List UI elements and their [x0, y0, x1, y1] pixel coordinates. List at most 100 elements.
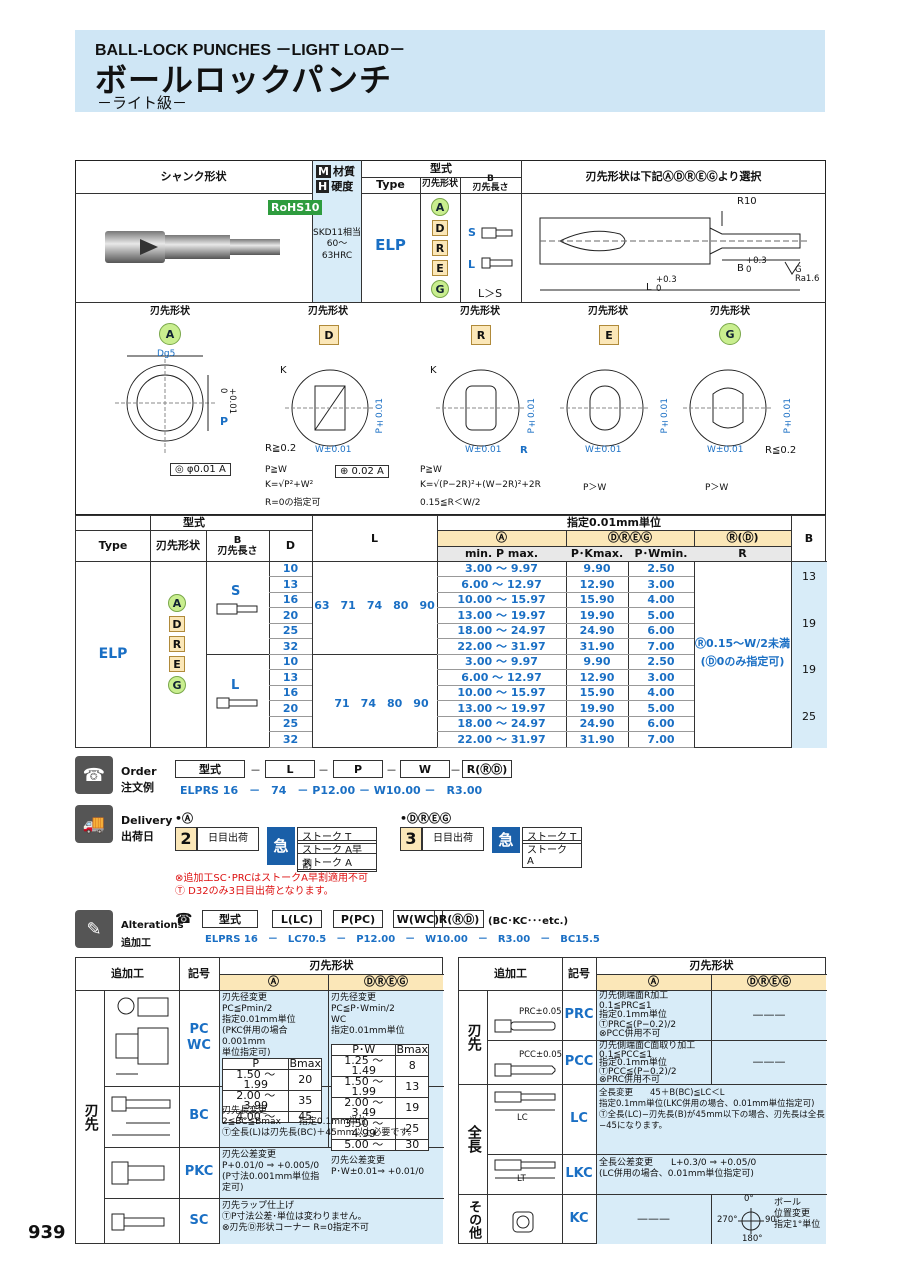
order-jp: 注文例	[121, 781, 154, 794]
profile-d-n1: K=√P²+W²	[265, 480, 314, 490]
title-en: BALL-LOCK PUNCHES －LIGHT LOAD－	[95, 42, 406, 59]
shape-g-icon: G	[431, 280, 449, 298]
delivery-a-lbl: 日目出荷	[197, 827, 259, 851]
type-value: ELP	[375, 235, 406, 254]
order-box-l: L	[265, 760, 315, 778]
ra-a-3: 全長公差変更 L+0.3/0 ⇒ +0.05/0 (LC併用の場合、0.01mm…	[599, 1158, 757, 1179]
la-a-2: 刃先公差変更 P+0.01/0 ⇒ +0.005/0 (P寸法0.001mm単位…	[222, 1150, 320, 1193]
mt-b-2: 19	[802, 663, 816, 677]
order-dash-1: －	[250, 764, 261, 777]
delivery-d-lbl: 日目出荷	[422, 827, 484, 851]
mt-h-d: D	[285, 538, 296, 552]
mt-pw-cell: 2.50	[628, 655, 694, 670]
profiles-row: 刃先形状 A Dg5 P +0.01 0 R≧0.2 ◎ φ0.01 A 刃先形…	[75, 303, 826, 515]
alter-example: ELPRS 16 － LC70.5 － P12.00 － W10.00 － R3…	[205, 934, 600, 945]
title-sub: －ライト級－	[97, 94, 188, 112]
mt-d-cell: 32	[269, 640, 312, 655]
tip-length-header: B 刃先長さ	[472, 174, 509, 193]
profile-d-letter: D	[319, 325, 339, 345]
delivery-d-stroke-a: ストーク A	[522, 840, 582, 868]
la-d-2: 刃先公差変更 P･W±0.01⇒ +0.01/0	[331, 1156, 425, 1177]
alter-box-l: L(LC)	[272, 910, 322, 928]
la-h-a: Ⓐ	[268, 975, 279, 989]
l-tol: +0.3 0	[656, 275, 677, 294]
mt-type: ELP	[98, 645, 128, 662]
mt-h-shape: 刃先形状	[156, 538, 200, 552]
ra-deg-90: 90°	[765, 1215, 781, 1225]
ra-h-shape: 刃先形状	[689, 959, 734, 973]
mt-d-cell: 16	[269, 593, 312, 608]
rush-icon-a: 急	[267, 827, 295, 865]
mt-r-text2: (Ⓓ0のみ指定可)	[700, 655, 785, 669]
mt-l-lens: 71 74 80 90	[334, 697, 429, 711]
delivery-a-head: •Ⓐ	[175, 812, 194, 825]
profile-d-w: W±0.01	[315, 445, 352, 455]
profile-e-title: 刃先形状	[588, 305, 628, 317]
ra-side-0: 刃先	[465, 1023, 482, 1051]
type-sub-header: Type	[376, 178, 405, 192]
profile-r-n2: 0.15≦R＜W/2	[420, 498, 481, 508]
alter-jp: 追加工	[121, 938, 151, 949]
rush-icon-d: 急	[492, 827, 520, 853]
ra-side-2: 全長	[465, 1125, 482, 1153]
ra-code-1: PCC	[564, 1053, 594, 1069]
mt-d-cell: 25	[269, 624, 312, 639]
mt-h-pw: P･Wmin.	[634, 546, 688, 560]
mt-pw-cell: 6.00	[628, 624, 694, 639]
order-box-type: 型式	[175, 760, 245, 778]
delivery-note2: Ⓣ D32のみ3日目出荷となります。	[175, 886, 334, 897]
l-gt-s: L＞S	[478, 287, 503, 300]
profile-r-n0: P≧W	[420, 465, 442, 475]
la-pc-drawing	[115, 997, 169, 1075]
profile-g-p: P±0.01	[783, 398, 793, 434]
mt-l-label: L	[231, 678, 240, 693]
la-bc-drawing	[111, 1096, 171, 1136]
mt-b-0: 13	[802, 570, 816, 584]
ra-code-2: LC	[570, 1110, 588, 1126]
order-icon: ☎	[75, 756, 113, 794]
la-pkc-drawing	[111, 1161, 165, 1185]
profile-g-w: W±0.01	[707, 445, 744, 455]
roughness: G Ra1.6	[795, 265, 820, 284]
profile-a-p: P	[220, 415, 229, 428]
left-alter-table: 追加工 記号 刃先形状 Ⓐ ⒹⓇⒺⒼ 刃先 PC WC 刃先径変更 PC≦Pmi…	[75, 957, 444, 1244]
mt-h-bb: B	[804, 531, 814, 545]
mt-p-cell: 13.00 ～ 19.97	[437, 702, 566, 717]
bmax-cell: 4.00 ～	[221, 1111, 290, 1123]
mt-h-r: R	[738, 546, 747, 560]
profile-r-k: K	[430, 365, 437, 376]
profile-r-p: P±0.01	[527, 398, 537, 434]
mt-s-label: S	[231, 584, 241, 599]
profile-a-drawing	[115, 353, 215, 453]
bmax-head: Bmax	[288, 1057, 322, 1070]
mt-d-cell: 13	[269, 671, 312, 686]
ra-deg-0: 0°	[744, 1194, 754, 1204]
delivery-a-days: 2	[175, 827, 197, 851]
mt-p-cell: 6.00 ～ 12.97	[437, 671, 566, 686]
mt-pk-cell: 9.90	[566, 655, 628, 670]
ra-a-2: 全長変更 45＋B(BC)≦LC＜L 指定0.1mm単位(LKC併用の場合、0.…	[599, 1088, 825, 1131]
mt-p-cell: 22.00 ～ 31.97	[437, 640, 566, 655]
l-dim: L	[646, 282, 652, 293]
ra-code-3: LKC	[565, 1165, 593, 1181]
mt-pk-cell: 31.90	[566, 733, 628, 748]
mt-d-cell: 10	[269, 562, 312, 577]
ra-h-add: 追加工	[494, 967, 527, 981]
order-dash-3: －	[386, 764, 397, 777]
title-jp: ボールロックパンチ	[95, 61, 393, 99]
mt-d-cell: 32	[269, 733, 312, 748]
shape-d-icon: D	[432, 220, 448, 236]
mt-p-cell: 10.00 ～ 15.97	[437, 686, 566, 701]
profile-d-n0: P≧W	[265, 465, 287, 475]
mt-d-cell: 16	[269, 686, 312, 701]
mt-h-pk: P･Kmax.	[570, 546, 624, 560]
mt-d-cell: 13	[269, 578, 312, 593]
order-dash-4: －	[450, 764, 461, 777]
la-a-1: 刃先長変更 2≦BC≦Bmax 指定0.1mm単位 Ⓣ全長(L)は刃先長(BC)…	[222, 1106, 417, 1138]
delivery-icon: 🚚	[75, 805, 113, 843]
mt-pw-cell: 5.00	[628, 702, 694, 717]
ra-prc-drawing	[494, 1019, 556, 1033]
